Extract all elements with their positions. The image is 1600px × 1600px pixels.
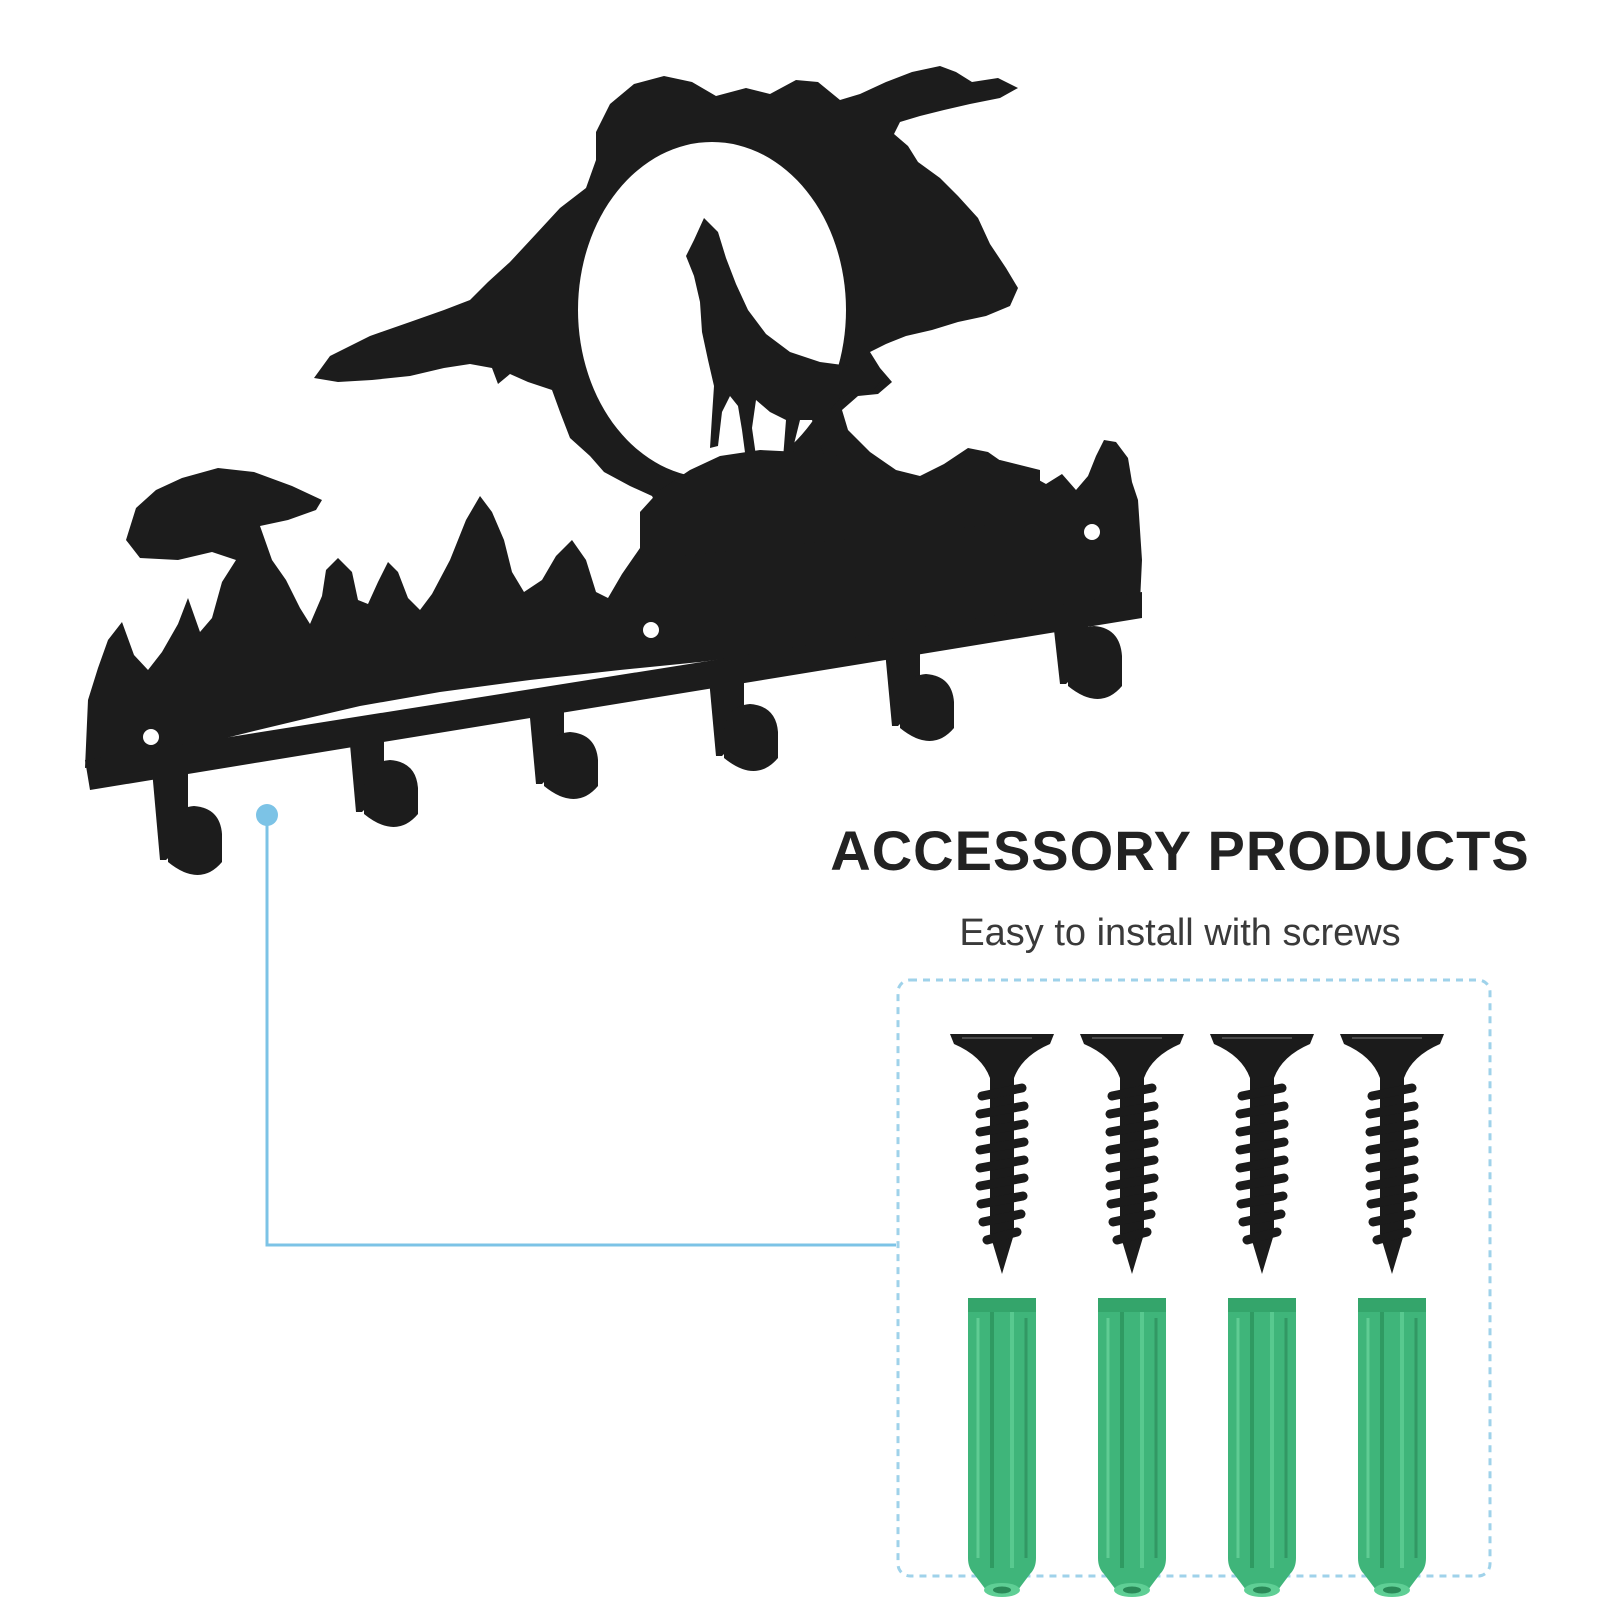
wall-anchor-icon	[1226, 1296, 1298, 1599]
screw-icon	[1210, 1034, 1314, 1274]
hook-cup	[900, 674, 954, 741]
callout-connector	[256, 804, 896, 1247]
wall-anchor-icon	[1096, 1296, 1168, 1599]
wall-anchor-icon	[966, 1296, 1038, 1599]
mounting-hole	[643, 622, 659, 638]
hook-cup	[544, 732, 598, 799]
hill-ridge	[640, 450, 1040, 560]
callout-line	[265, 815, 896, 1247]
rack-bar	[85, 592, 1142, 790]
hook-cup	[364, 760, 418, 827]
hook-cup	[168, 806, 222, 875]
accessory-subheading: Easy to install with screws	[959, 912, 1401, 954]
wall-anchor-icon	[1356, 1296, 1428, 1599]
screw-icon	[950, 1034, 1054, 1274]
accessory-box	[896, 978, 1492, 1578]
screws	[950, 1034, 1444, 1274]
wall-anchors	[966, 1296, 1428, 1599]
mounting-hole	[1084, 524, 1100, 540]
screw-icon	[1080, 1034, 1184, 1274]
hook-cup	[724, 704, 778, 771]
hook-cup	[1068, 626, 1122, 699]
mounting-hole	[143, 729, 159, 745]
hooks	[152, 606, 1122, 875]
screw-icon	[1340, 1034, 1444, 1274]
howling-wolf-icon	[686, 218, 880, 470]
wall-hook-rack	[85, 66, 1142, 875]
accessory-heading: ACCESSORY PRODUCTS	[830, 819, 1530, 882]
